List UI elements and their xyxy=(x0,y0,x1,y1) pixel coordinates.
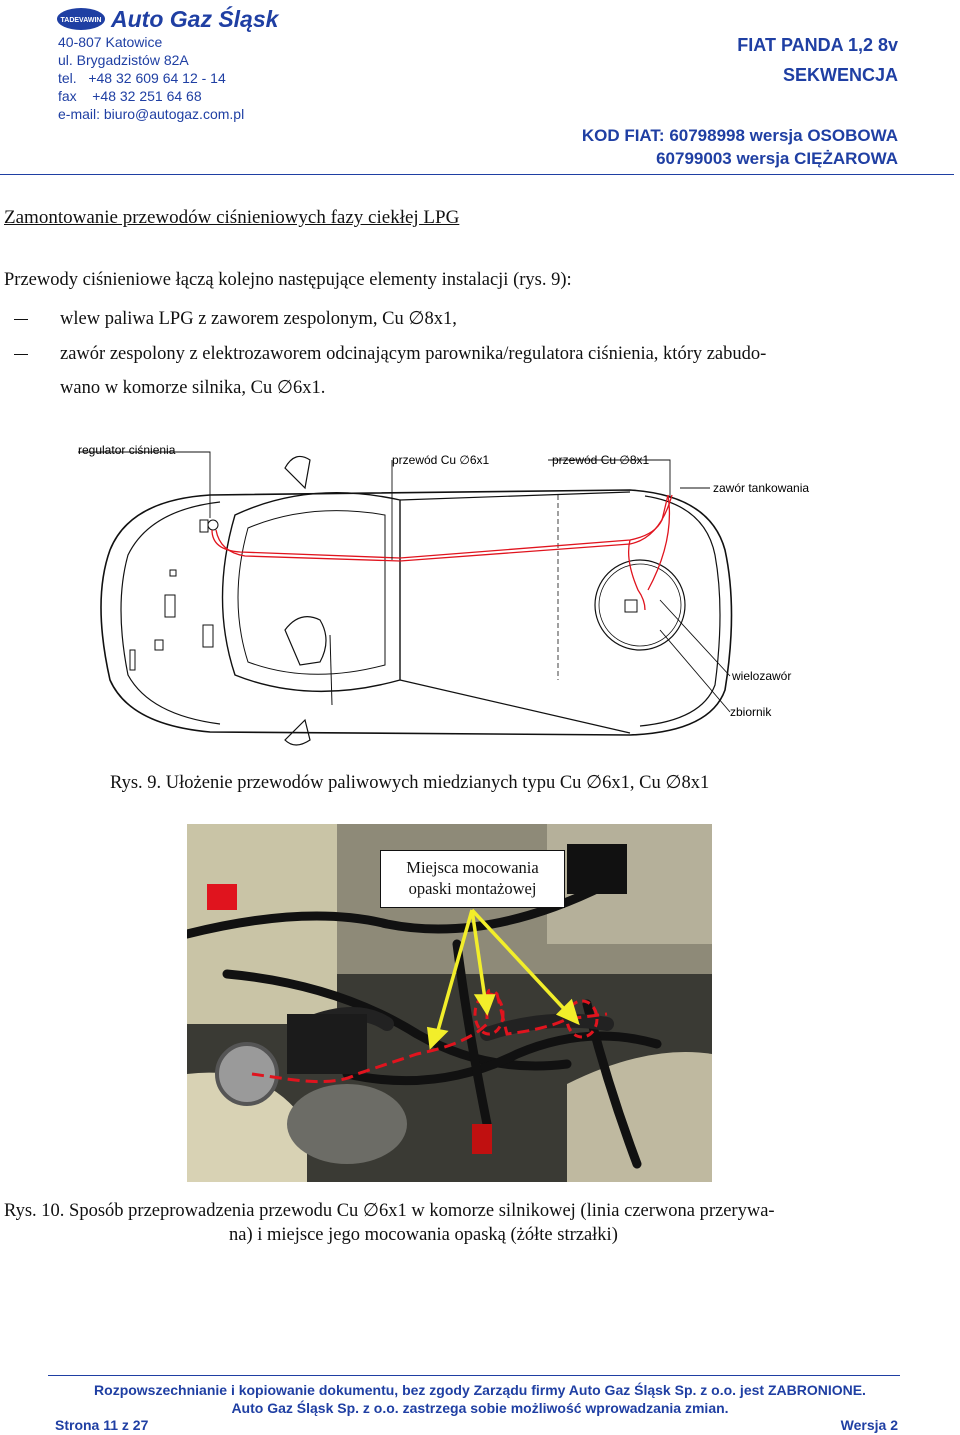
label-multivalve: wielozawór xyxy=(731,669,791,683)
address-line: fax +48 32 251 64 68 xyxy=(58,88,202,104)
title-line: SEKWENCJA xyxy=(782,65,898,85)
logo-small-text: TADEVAWIN xyxy=(61,17,102,24)
bullet-continuation: wano w komorze silnika, Cu ∅6x1. xyxy=(60,378,326,398)
code-line: KOD FIAT: 60798998 wersja OSOBOWA xyxy=(581,126,898,145)
intro-paragraph: Przewody ciśnieniowe łączą kolejno nastę… xyxy=(4,270,572,290)
document-title: FIAT PANDA 1,2 8v SEKWENCJA xyxy=(737,30,898,90)
mounting-arrow xyxy=(426,908,580,1050)
address-line: 40-807 Katowice xyxy=(58,34,163,50)
bullet-item: zawór zespolony z elektrozaworem odcinaj… xyxy=(14,337,766,371)
dash-bullet xyxy=(14,319,28,321)
photo-callout-box: Miejsca mocowania opaski montażowej xyxy=(380,850,565,908)
page-number: Strona 11 z 27 xyxy=(55,1417,149,1433)
label-pipe-8x1: przewód Cu ∅8x1 xyxy=(552,453,649,467)
bullet-text: wlew paliwa LPG z zaworem zespolonym, Cu… xyxy=(60,309,457,329)
label-tank: zbiornik xyxy=(730,705,772,719)
section-title: Zamontowanie przewodów ciśnieniowych faz… xyxy=(4,207,460,228)
label-filling-valve: zawór tankowania xyxy=(713,481,809,495)
bullet-text: zawór zespolony z elektrozaworem odcinaj… xyxy=(60,344,767,364)
address-line: tel. +48 32 609 64 12 - 14 xyxy=(58,70,226,86)
footer-copyright: Rozpowszechnianie i kopiowanie dokumentu… xyxy=(94,1382,866,1398)
figure-caption-continuation: na) i miejsce jego mocowania opaską (żół… xyxy=(229,1225,618,1245)
code-line: 60799003 wersja CIĘŻAROWA xyxy=(656,149,898,168)
lpg-pipe xyxy=(211,494,673,611)
address-line: ul. Brygadzistów 82A xyxy=(58,52,189,68)
footer-notice: Auto Gaz Śląsk Sp. z o.o. zastrzega sobi… xyxy=(231,1400,729,1416)
address-line: e-mail: biuro@autogaz.com.pl xyxy=(58,106,245,122)
company-logo: TADEVAWIN Auto Gaz Śląsk xyxy=(55,4,325,34)
fiat-code: KOD FIAT: 60798998 wersja OSOBOWA 607990… xyxy=(582,124,898,170)
footer-divider xyxy=(48,1375,900,1376)
callout-line: Miejsca mocowania xyxy=(406,858,539,877)
bullet-item: wlew paliwa LPG z zaworem zespolonym, Cu… xyxy=(14,302,457,336)
figure-caption: Rys. 9. Ułożenie przewodów paliwowych mi… xyxy=(110,773,710,793)
figure-caption: Rys. 10. Sposób przeprowadzenia przewodu… xyxy=(4,1201,775,1221)
pipe-route-line xyxy=(251,988,608,1084)
label-pipe-6x1: przewód Cu ∅6x1 xyxy=(392,453,489,467)
header-divider xyxy=(0,174,954,175)
logo-text: Auto Gaz Śląsk xyxy=(110,5,280,32)
callout-line: opaski montażowej xyxy=(408,879,537,898)
engine-photo xyxy=(182,824,712,1182)
title-line: FIAT PANDA 1,2 8v xyxy=(737,35,898,55)
label-regulator: regulator ciśnienia xyxy=(78,443,176,457)
dash-bullet xyxy=(14,354,28,356)
document-version: Wersja 2 xyxy=(840,1417,898,1433)
car-diagram: regulator ciśnienia przewód Cu ∅6x1 prze… xyxy=(70,440,870,750)
company-address: 40-807 Katowice ul. Brygadzistów 82A tel… xyxy=(58,33,244,123)
